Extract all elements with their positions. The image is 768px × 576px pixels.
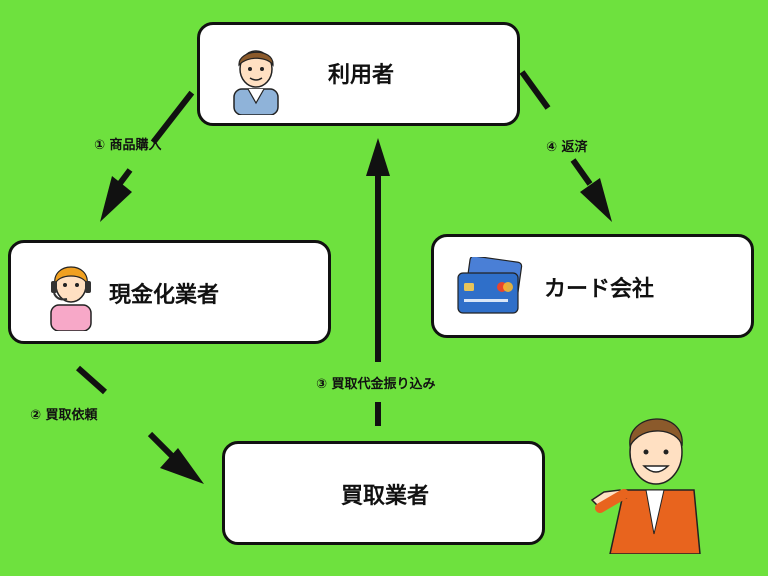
presenter-man-icon <box>590 418 701 554</box>
node-buyer: 買取業者 <box>222 441 545 545</box>
arrow-request <box>76 365 204 484</box>
node-user: 利用者 <box>197 22 520 126</box>
edge-label-repay: ④ 返済 <box>546 140 588 155</box>
node-card-company-label: カード会社 <box>544 277 655 302</box>
arrow-repay <box>519 70 612 222</box>
edge-label-request: ② 買取依頼 <box>30 408 98 423</box>
node-cash-dealer: 現金化業者 <box>8 240 331 344</box>
user-avatar-icon <box>233 50 279 115</box>
edge-label-transfer: ③ 買取代金振り込み <box>316 377 436 392</box>
arrow-transfer <box>366 138 390 426</box>
operator-headset-icon <box>50 266 92 331</box>
node-card-company: カード会社 <box>431 234 754 338</box>
credit-card-icon <box>457 257 523 314</box>
edge-label-purchase: ① 商品購入 <box>94 138 162 153</box>
node-buyer-label: 買取業者 <box>341 484 430 509</box>
node-user-label: 利用者 <box>328 63 395 88</box>
node-cash-dealer-label: 現金化業者 <box>109 283 220 308</box>
arrow-purchase <box>100 90 195 222</box>
